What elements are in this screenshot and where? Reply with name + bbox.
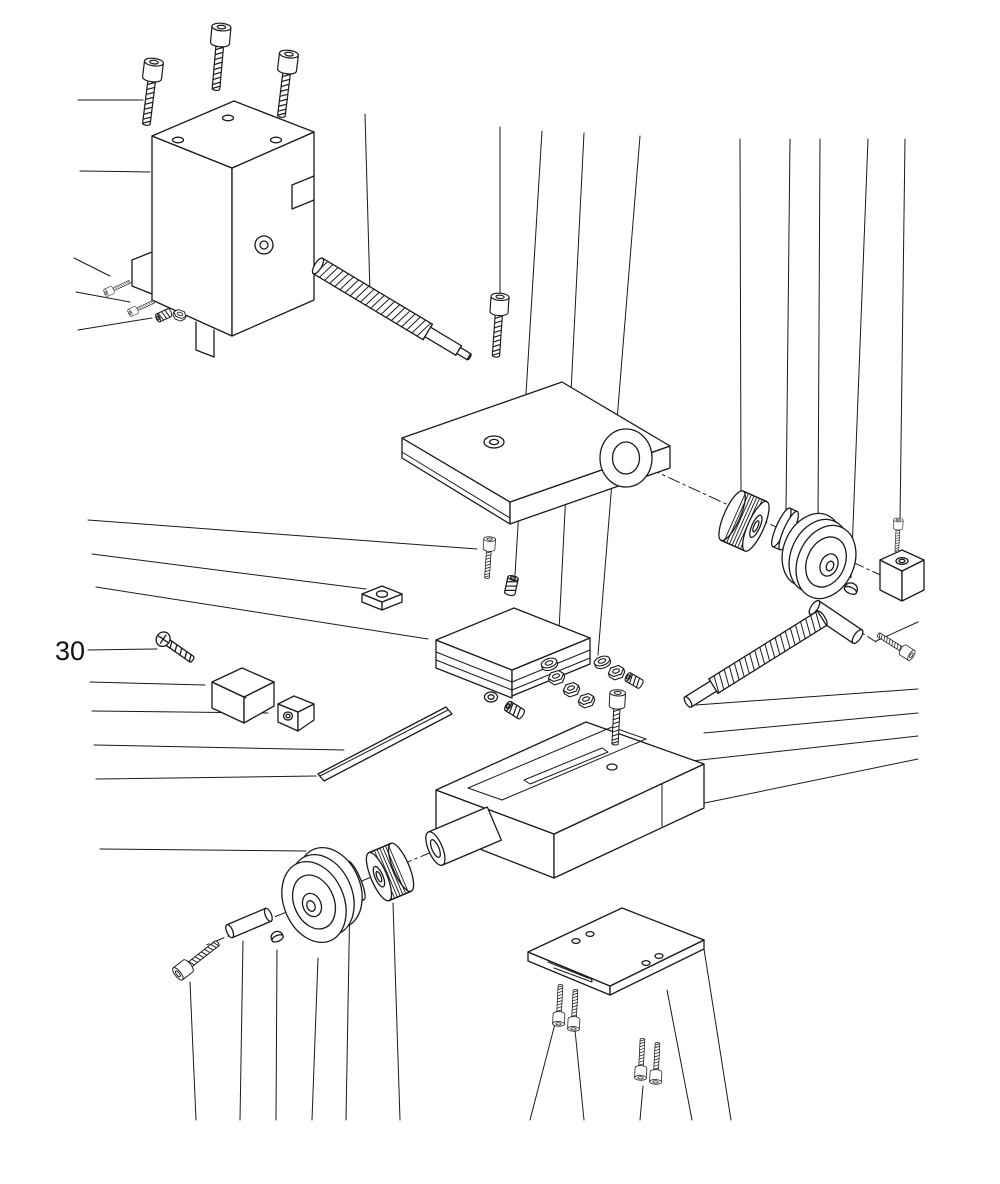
feed-nut-block [435, 607, 591, 703]
square-nut [361, 585, 403, 611]
feed-nut-screw [480, 535, 497, 580]
handle-screw [170, 936, 224, 983]
upper-handwheel [781, 512, 857, 600]
clamp-piece [277, 695, 315, 732]
main-handwheel [281, 846, 363, 944]
saddle-screw-hole [606, 763, 618, 771]
cross-feed-screw [683, 610, 828, 708]
leader-lines [73, 99, 919, 1121]
set-screw-lower [502, 699, 527, 721]
cap-screw-2 [205, 21, 232, 92]
gib-block [211, 667, 275, 724]
top-slide-plate [401, 381, 671, 525]
top-lead-screw [311, 257, 472, 361]
plate-slot [547, 961, 593, 983]
cap-screw-1 [136, 56, 165, 128]
gib-strip [317, 706, 453, 782]
knurled-dial-gear [718, 490, 770, 552]
cap-screw-3 [271, 48, 300, 120]
saddle-base [425, 721, 705, 879]
set-screw-upper [503, 574, 520, 598]
callout-label-30: 30 [55, 636, 85, 666]
bearing-block-screw [891, 517, 904, 553]
bearing-block [879, 549, 925, 602]
base-plate-screws [552, 983, 664, 1085]
bearing-screw [874, 628, 917, 662]
pan-head-screw [152, 628, 198, 667]
fastener-cluster [539, 653, 645, 710]
cap-nut [843, 582, 859, 595]
handle-pin [225, 907, 273, 939]
plate-screw [486, 291, 510, 359]
spacer-sleeve [808, 599, 864, 645]
clamp-block [131, 100, 315, 358]
leadscrew-boss [425, 806, 503, 867]
knurled-feed-gear [365, 842, 415, 902]
base-plate [527, 907, 705, 996]
lower-cap-nut [270, 930, 284, 943]
